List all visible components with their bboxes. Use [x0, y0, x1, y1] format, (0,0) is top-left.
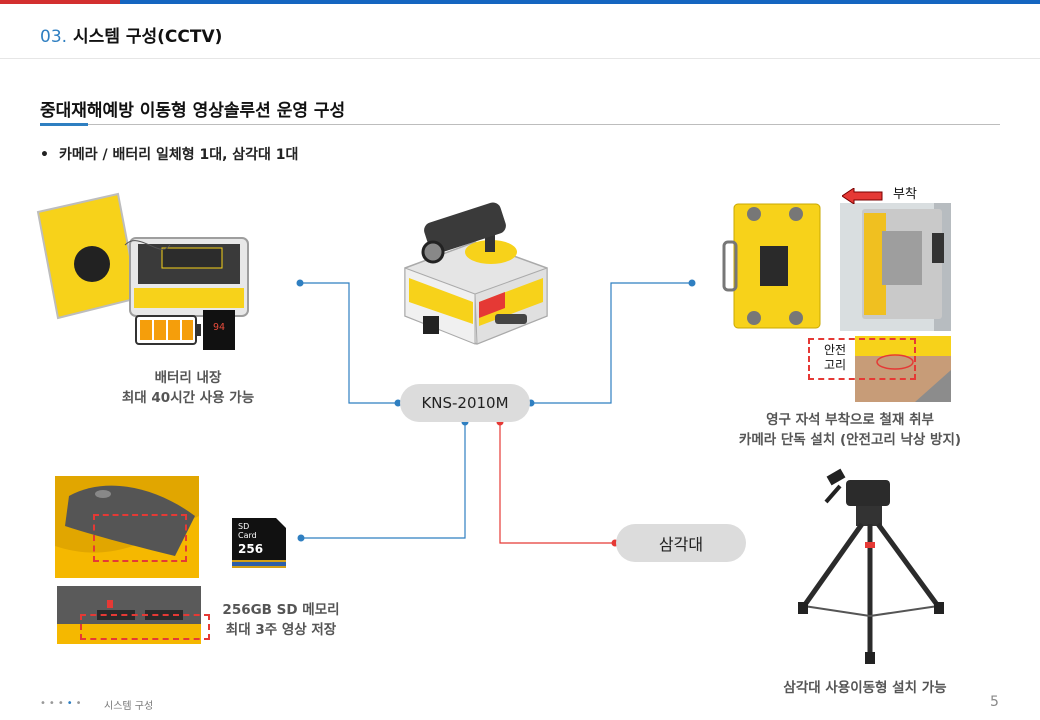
connector-dot-main-left	[394, 399, 402, 407]
caption-sd-line1: 256GB SD 메모리	[222, 602, 340, 618]
connector-tripod	[499, 422, 616, 544]
sd-card-label: SD Card	[238, 522, 257, 540]
caption-sd: 256GB SD 메모리 최대 3주 영상 저장	[196, 600, 366, 640]
page-number: 5	[990, 694, 999, 710]
safety-hook-photo	[855, 336, 951, 402]
node-tripod: 삼각대	[616, 524, 746, 562]
section-divider	[40, 124, 1000, 125]
page-header: 03.시스템 구성(CCTV)	[40, 22, 222, 47]
caption-magnet-line1: 영구 자석 부착으로 철재 취부	[766, 412, 934, 428]
top-accent-bar-red	[0, 0, 120, 4]
connector-magnet	[530, 282, 692, 404]
bullet-text: 카메라 / 배터리 일체형 1대, 삼각대 1대	[58, 147, 299, 163]
footer-pagination-dots: •••••	[40, 698, 85, 709]
caption-magnet-line2: 카메라 단독 설치 (안전고리 낙상 방지)	[738, 432, 962, 448]
caption-battery: 배터리 내장 최대 40시간 사용 가능	[88, 368, 288, 408]
caption-magnet: 영구 자석 부착으로 철재 취부 카메라 단독 설치 (안전고리 낙상 방지)	[700, 410, 1000, 450]
magnet-device-mounted-photo	[840, 203, 951, 331]
footer-dot: •	[75, 698, 85, 709]
sd-card-icon: SD Card 256	[228, 516, 288, 570]
camera-device-photo	[395, 198, 555, 346]
connector-dot-magnet	[688, 279, 696, 287]
caption-sd-line2: 최대 3주 영상 저장	[225, 622, 337, 638]
connector-sd	[301, 422, 466, 539]
sd-card-capacity: 256	[238, 542, 264, 556]
header-divider	[0, 58, 1040, 59]
battery-level-icon	[134, 312, 204, 348]
section-title: 중대재해예방 이동형 영상솔루션 운영 구성	[40, 101, 346, 121]
footer-dot: •	[57, 698, 67, 709]
caption-battery-line2: 최대 40시간 사용 가능	[121, 390, 255, 406]
label-safety-hook: 안전 고리	[818, 343, 852, 373]
section-divider-accent	[40, 123, 88, 126]
footer-dot: •	[48, 698, 58, 709]
label-safety-hook-line1: 안전	[823, 343, 847, 357]
label-attach: 부착	[893, 187, 917, 202]
section-number: 03.	[40, 27, 68, 47]
battery-display-value: 94	[212, 322, 226, 333]
connector-dot-sd	[297, 534, 305, 542]
bullet-dot: •	[40, 147, 49, 163]
connector-dot-battery	[296, 279, 304, 287]
caption-battery-line1: 배터리 내장	[154, 370, 222, 386]
footer-dot: •	[40, 698, 49, 709]
node-main-device: KNS-2010M	[400, 384, 530, 422]
arrow-left-icon	[842, 188, 886, 204]
caption-tripod: 삼각대 사용이동형 설치 가능	[783, 680, 947, 696]
battery-display-photo: 94	[203, 310, 235, 350]
footer-section-name: 시스템 구성	[104, 701, 154, 712]
connector-battery	[300, 282, 400, 404]
safety-hook-highlight	[808, 338, 916, 380]
bullet-item: • 카메라 / 배터리 일체형 1대, 삼각대 1대	[40, 144, 298, 164]
battery-device-photo	[30, 190, 255, 355]
sd-slot-highlight	[80, 614, 210, 640]
footer-dot-active: •	[66, 698, 76, 709]
sd-cover-highlight	[93, 514, 187, 562]
page-title: 시스템 구성(CCTV)	[73, 27, 223, 47]
top-accent-bar	[0, 0, 1040, 4]
tripod-photo	[790, 466, 950, 666]
label-safety-hook-line2: 고리	[823, 358, 847, 372]
magnet-device-back-photo	[720, 200, 825, 332]
